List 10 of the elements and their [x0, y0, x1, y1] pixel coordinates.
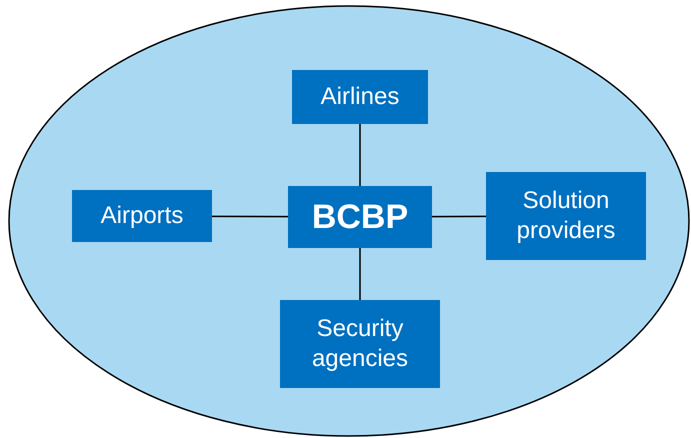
stakeholder-box: Security agencies: [280, 300, 440, 388]
connector-line: [212, 216, 288, 218]
connector-line: [359, 124, 361, 186]
ellipse-region: [8, 5, 690, 437]
central-box: BCBP: [288, 186, 432, 248]
stakeholder-box: Airlines: [292, 70, 428, 124]
connector-line: [432, 216, 486, 218]
connector-line: [359, 248, 361, 300]
stakeholder-box: Solution providers: [486, 172, 646, 260]
stakeholder-box: Airports: [72, 190, 212, 242]
